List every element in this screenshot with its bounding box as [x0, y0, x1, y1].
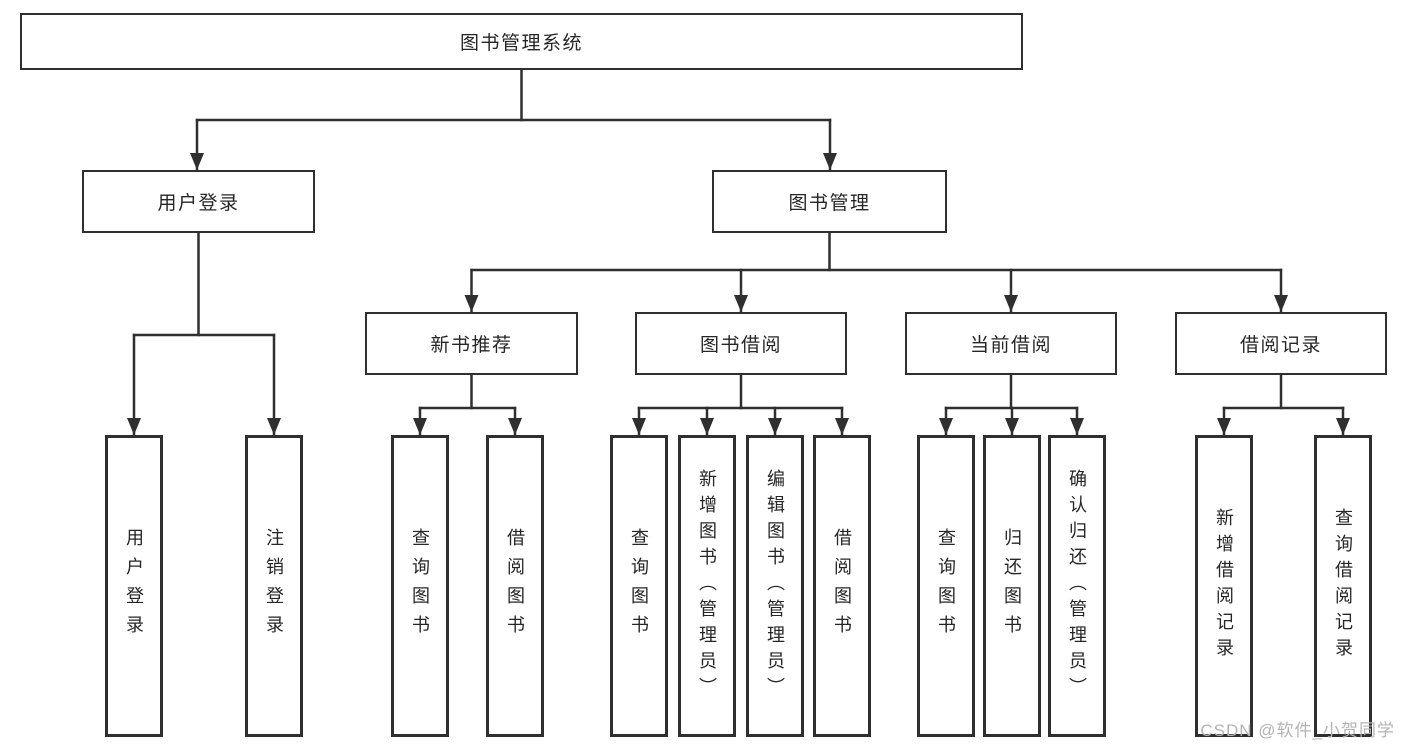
leaf-label: 归还图书: [1002, 528, 1022, 644]
node-new-book-recommendation: 新书推荐: [365, 312, 578, 375]
leaf-label: 查询借阅记录: [1333, 508, 1353, 664]
leaf-label: 查询图书: [410, 528, 430, 644]
leaf-label: 注销登录: [264, 528, 284, 644]
leaf-borrow-books-recommend: 借阅图书: [486, 435, 544, 737]
node-borrowing-records: 借阅记录: [1175, 312, 1387, 375]
node-book-management: 图书管理: [712, 170, 947, 233]
leaf-query-books-recommend: 查询图书: [391, 435, 449, 737]
leaf-borrow-books-borrowing: 借阅图书: [813, 435, 871, 737]
leaf-label: 新增图书（管理员）: [697, 469, 717, 703]
node-book-borrowing: 图书借阅: [635, 312, 847, 375]
leaf-return-books: 归还图书: [983, 435, 1041, 737]
leaf-query-borrow-record: 查询借阅记录: [1314, 435, 1372, 737]
leaf-label: 编辑图书（管理员）: [765, 469, 785, 703]
leaf-logout: 注销登录: [245, 435, 303, 737]
leaf-edit-book-admin: 编辑图书（管理员）: [746, 435, 804, 737]
node-root-system: 图书管理系统: [20, 13, 1023, 70]
leaf-add-borrow-record: 新增借阅记录: [1195, 435, 1253, 737]
leaf-add-book-admin: 新增图书（管理员）: [678, 435, 736, 737]
leaf-query-books-current: 查询图书: [917, 435, 975, 737]
leaf-label: 查询图书: [936, 528, 956, 644]
node-current-borrowing: 当前借阅: [905, 312, 1117, 375]
node-user-login: 用户登录: [82, 170, 315, 233]
leaf-label: 用户登录: [124, 528, 144, 644]
leaf-label: 借阅图书: [832, 528, 852, 644]
csdn-watermark: CSDN @软件_小贺同学: [1200, 721, 1395, 740]
leaf-label: 查询图书: [629, 528, 649, 644]
leaf-label: 确认归还（管理员）: [1067, 469, 1087, 703]
leaf-label: 新增借阅记录: [1214, 508, 1234, 664]
leaf-user-login: 用户登录: [105, 435, 163, 737]
leaf-label: 借阅图书: [505, 528, 525, 644]
leaf-query-books-borrowing: 查询图书: [610, 435, 668, 737]
leaf-confirm-return-admin: 确认归还（管理员）: [1048, 435, 1106, 737]
